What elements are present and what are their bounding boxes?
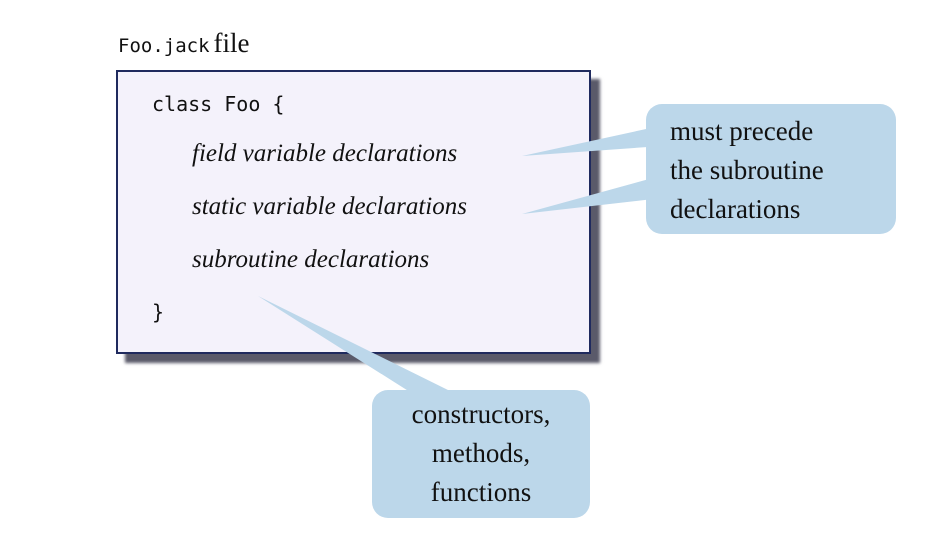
class-close-line: }: [152, 300, 165, 324]
subroutine-declarations-line: subroutine declarations: [192, 246, 429, 274]
file-title: Foo.jack file: [118, 28, 250, 59]
subroutine-declarations-text: subroutine declarations: [192, 246, 430, 273]
file-word: file: [213, 28, 250, 58]
callout-subs-line-1: constructors,: [411, 399, 551, 429]
callout-precede-line-1: must precede: [670, 116, 814, 146]
file-name: Foo.jack: [118, 35, 210, 57]
static-declarations-text: static variable declarations: [192, 193, 467, 220]
callout-must-precede: must precede the subroutine declarations: [646, 104, 896, 234]
callout-subs-line-3: functions: [430, 477, 532, 507]
field-declarations-text: field variable declarations: [192, 140, 458, 167]
callout-precede-line-2: the subroutine: [670, 155, 824, 185]
class-open-line: class Foo {: [152, 92, 285, 116]
static-declarations-line: static variable declarations: [192, 193, 467, 221]
field-declarations-line: field variable declarations: [192, 140, 457, 168]
callout-subs-line-2: methods,: [431, 438, 531, 468]
class-code-box: class Foo { field variable declarations …: [116, 70, 591, 354]
callout-precede-line-3: declarations: [670, 194, 801, 224]
callout-subroutine-kinds: constructors, methods, functions: [372, 390, 590, 518]
